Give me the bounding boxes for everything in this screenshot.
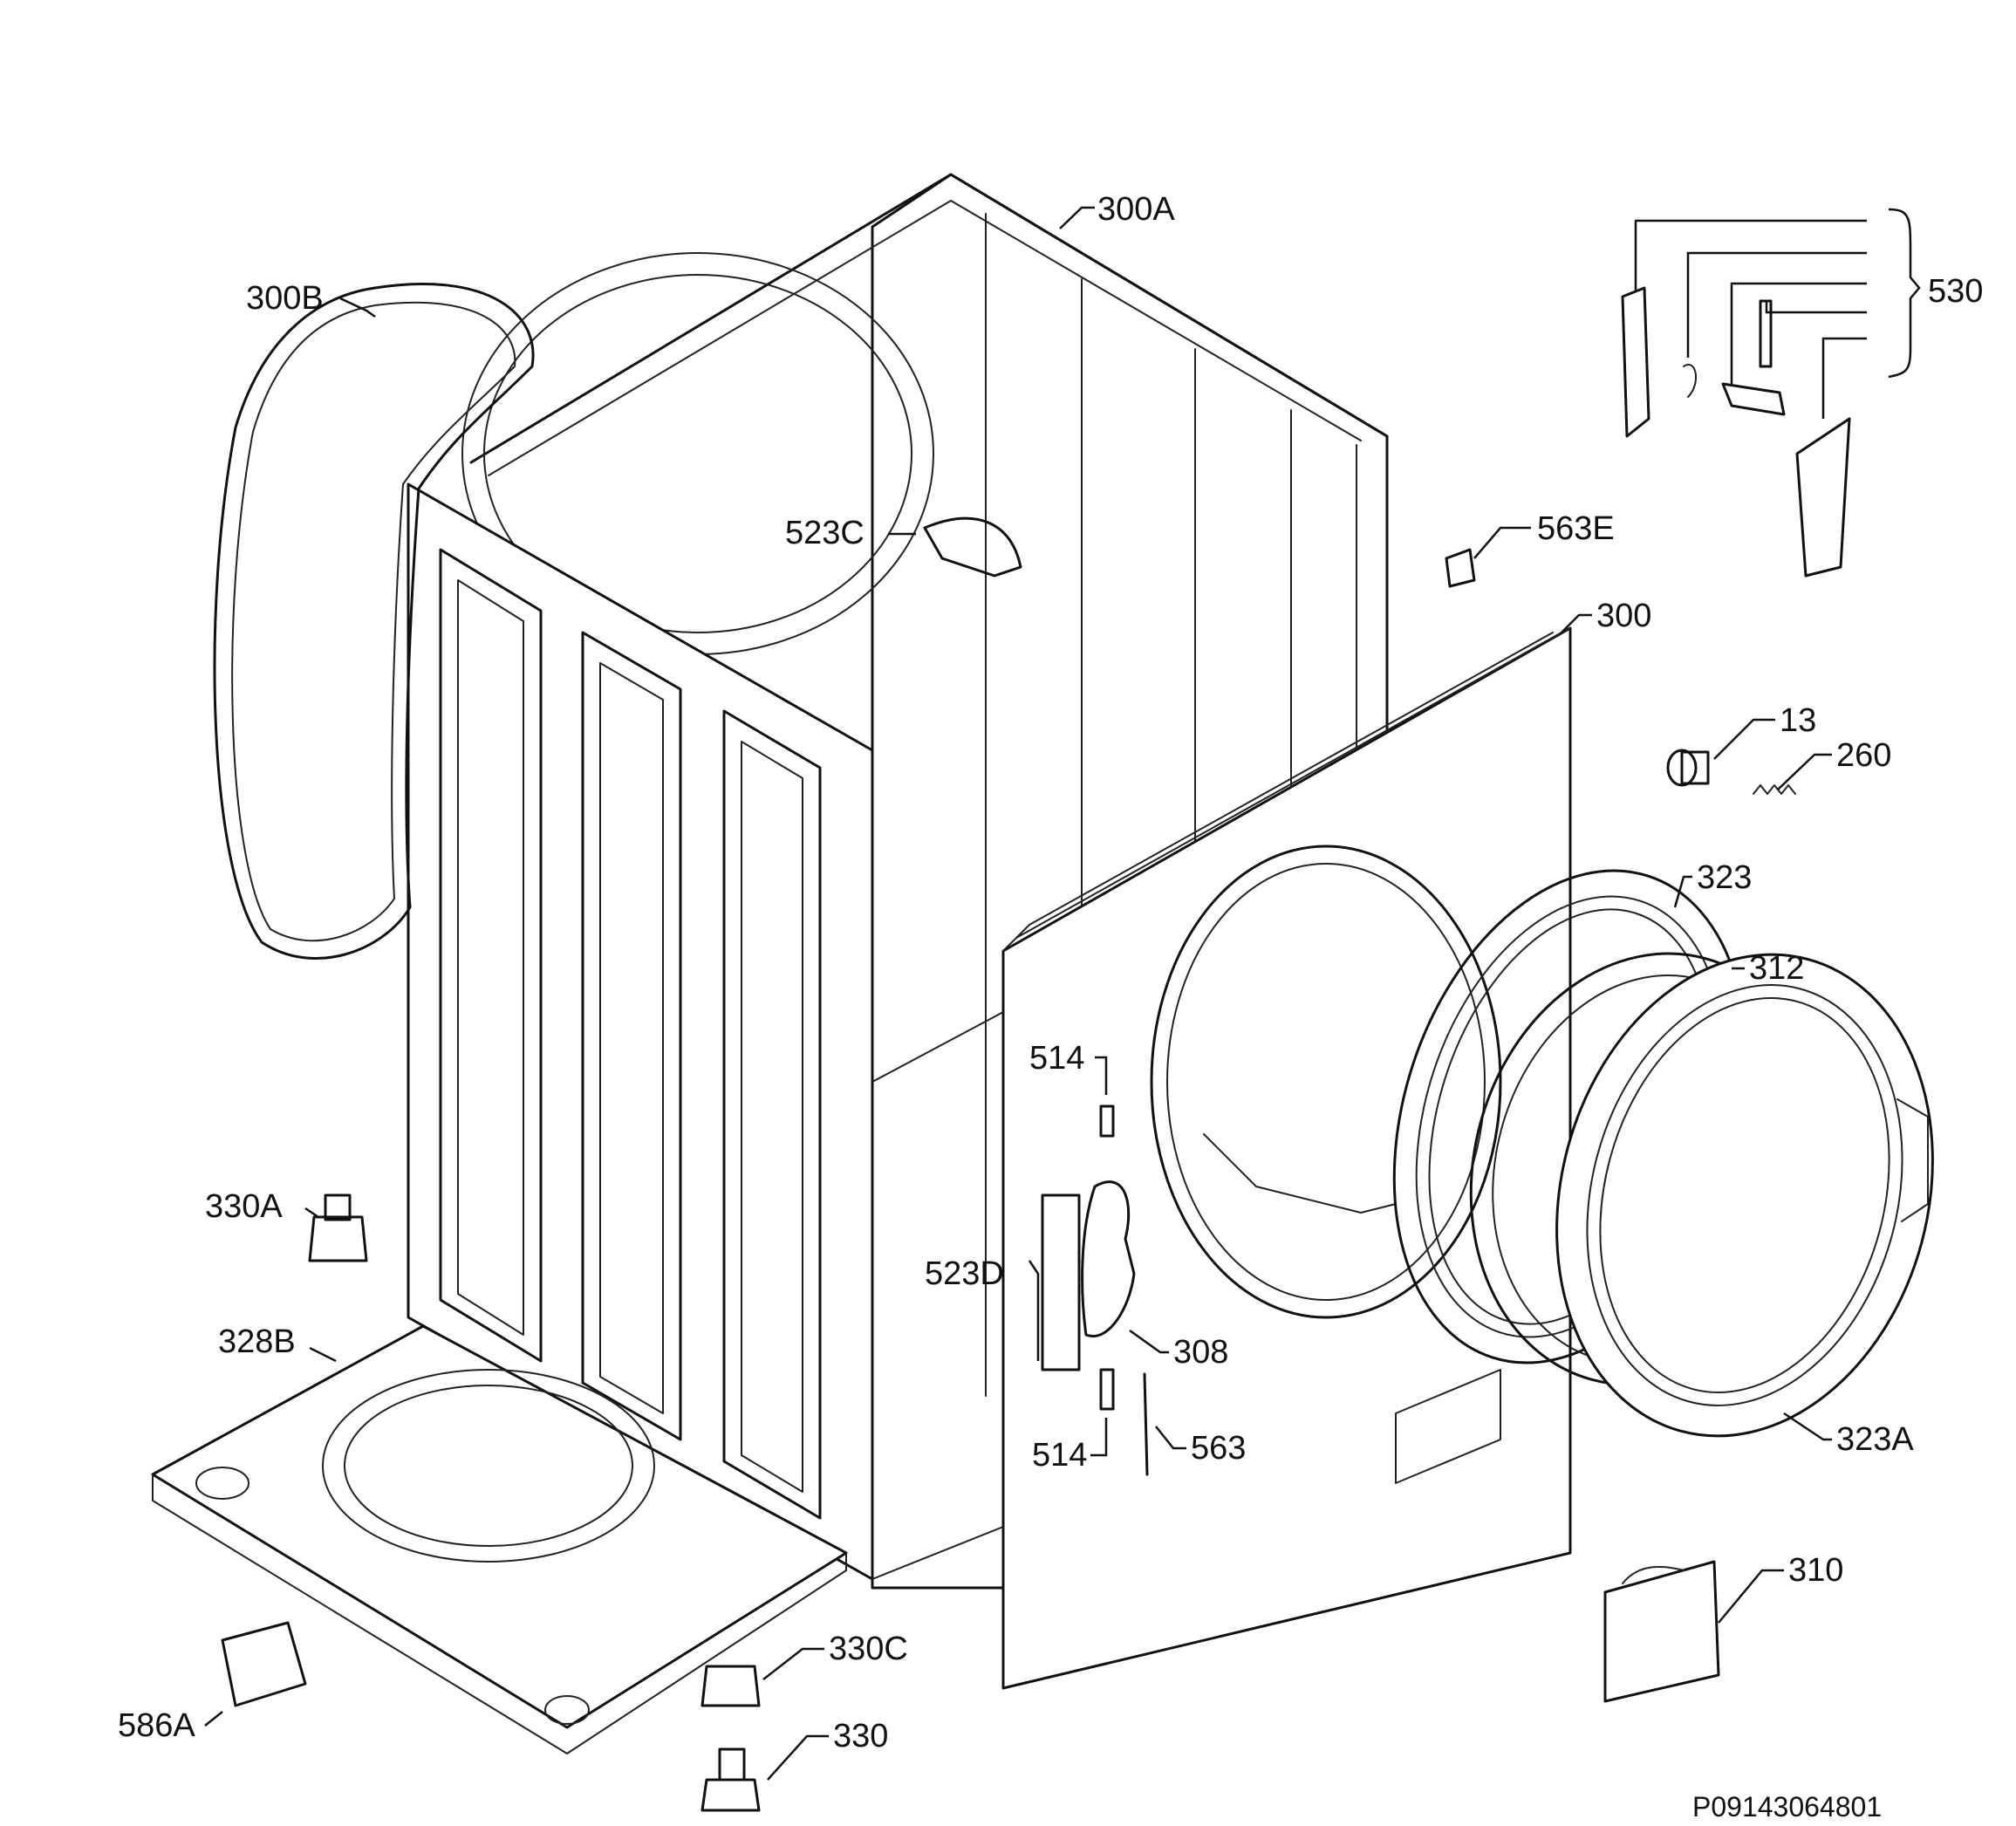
callout-323: 323 [1697, 859, 1752, 896]
drawing-code: P09143064801 [1692, 1791, 1882, 1823]
leader-lines [204, 206, 1921, 1781]
callout-13: 13 [1780, 702, 1816, 739]
callout-330C: 330C [829, 1631, 908, 1667]
callout-310: 310 [1788, 1552, 1843, 1589]
callout-312: 312 [1749, 950, 1804, 987]
callout-260: 260 [1836, 737, 1891, 774]
callout-563E: 563E [1537, 510, 1615, 547]
callout-labels: 300A 300B 530 523C 563E 300 13 260 323 3… [118, 191, 1983, 1823]
callout-323A: 323A [1836, 1421, 1914, 1458]
callout-308: 308 [1173, 1334, 1228, 1371]
base-plate-328B [151, 1324, 848, 1754]
callout-514-bottom: 514 [1032, 1437, 1087, 1474]
small-parts [221, 286, 1851, 1812]
callout-300B: 300B [246, 280, 324, 317]
hinge-assembly [1041, 1180, 1136, 1371]
callout-563: 563 [1191, 1430, 1246, 1467]
callout-330: 330 [833, 1718, 888, 1754]
callout-523D: 523D [925, 1255, 1004, 1292]
callout-586A: 586A [118, 1707, 195, 1744]
callout-330A: 330A [205, 1188, 283, 1225]
callout-300: 300 [1596, 598, 1651, 634]
callout-523C: 523C [785, 515, 864, 551]
rear-ring-300B [213, 283, 535, 961]
door-ring-323A [1555, 953, 1934, 1438]
callout-530: 530 [1928, 273, 1983, 310]
callout-328B: 328B [218, 1323, 296, 1360]
callout-514-top: 514 [1029, 1040, 1084, 1077]
callout-300A: 300A [1097, 191, 1175, 228]
